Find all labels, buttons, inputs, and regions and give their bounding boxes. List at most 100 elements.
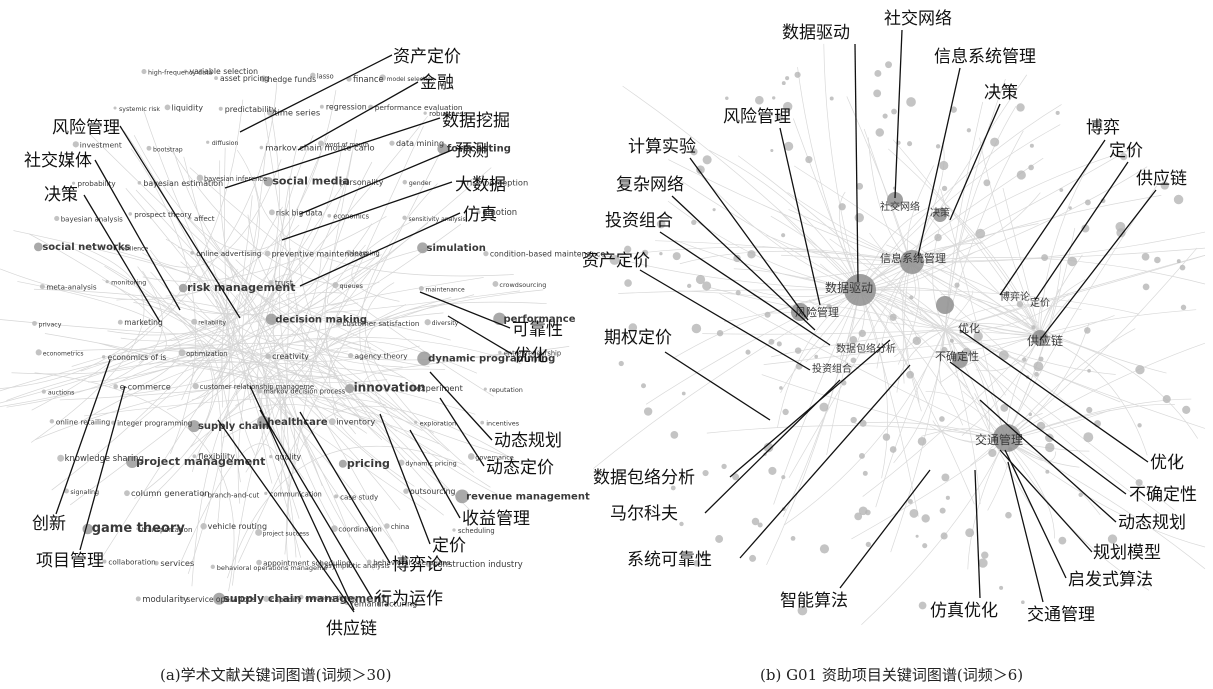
network-term: bayesian analysis [61, 215, 123, 223]
callout-social-network: 社交网络 [884, 9, 952, 29]
callout-dynamic-pricing: 动态定价 [486, 458, 554, 478]
network-node [191, 318, 198, 325]
network-edge [780, 289, 861, 394]
network-edge [944, 329, 1175, 511]
network-edge [861, 439, 1006, 626]
network-term: social media [272, 175, 349, 188]
network-edge [797, 67, 861, 291]
callout-optimization-r: 优化 [1150, 453, 1184, 473]
network-edge [102, 279, 298, 386]
network-edge [70, 247, 214, 500]
network-node [700, 554, 705, 559]
network-node [670, 485, 676, 491]
network-node [965, 528, 975, 538]
network-node [721, 463, 727, 470]
network-edge [34, 372, 235, 592]
network-edge [280, 289, 544, 416]
network-node [617, 470, 622, 475]
callout-supply-chain-r: 供应链 [1136, 169, 1187, 189]
network-term: governance [475, 453, 514, 461]
network-node [1068, 206, 1072, 210]
network-node [838, 203, 846, 211]
network-term: marketing [124, 318, 163, 327]
network-node [702, 469, 709, 477]
network-edge [979, 137, 1041, 336]
callout-data-driven: 数据驱动 [782, 23, 850, 43]
network-node [749, 554, 757, 562]
network-node [624, 279, 632, 287]
callout-innovation: 创新 [32, 514, 66, 534]
network-term: construction industry [433, 559, 523, 569]
network-edge [210, 286, 241, 376]
network-term: forecasting [447, 144, 511, 155]
hub-node [952, 352, 968, 368]
network-term: capacity [270, 595, 302, 604]
callout-decision: 决策 [44, 185, 78, 205]
callout-leader-line [299, 212, 461, 287]
callout-revenue-management: 收益管理 [462, 509, 530, 529]
network-node [1174, 457, 1181, 464]
network-node [889, 446, 897, 453]
hub-node [936, 296, 954, 314]
network-node [344, 383, 355, 394]
network-edge [859, 149, 1131, 291]
network-node [256, 559, 262, 566]
network-node [345, 249, 352, 256]
network-node [1162, 395, 1171, 404]
network-node [298, 594, 304, 600]
network-node [213, 592, 226, 605]
network-edge [235, 389, 281, 473]
network-term: flexibility [198, 452, 235, 461]
network-edge [150, 237, 278, 499]
network-term: risk perception [467, 177, 529, 187]
network-node [1180, 304, 1187, 311]
network-node [706, 553, 711, 557]
callout-risk-management-r: 风险管理 [723, 107, 791, 127]
network-edge [184, 214, 475, 515]
network-node [1005, 511, 1012, 519]
network-term: integer programming [117, 419, 192, 428]
node-label-data-driven: 数据驱动 [825, 280, 873, 295]
callout-leader-line [949, 361, 1127, 495]
network-term: preventive maintenance [272, 249, 369, 258]
network-term: data mining [396, 139, 444, 148]
network-node [184, 69, 188, 73]
node-label-dea: 数据包络分析 [836, 342, 896, 355]
network-edge [1039, 334, 1148, 456]
network-edge [258, 273, 289, 461]
network-edge [967, 439, 1006, 570]
callout-leader-line [447, 315, 513, 355]
network-node [794, 71, 801, 78]
network-node [915, 534, 919, 538]
network-edge [946, 204, 1041, 336]
network-edge [773, 289, 861, 505]
network-edge [1039, 150, 1097, 336]
callout-leader-line [959, 329, 1149, 463]
network-node [1142, 283, 1150, 291]
network-node [1067, 256, 1078, 267]
network-term: queues [339, 282, 363, 290]
network-term: pricing [347, 457, 390, 470]
network-edge [877, 288, 1041, 336]
network-node [889, 313, 897, 321]
network-node [72, 181, 76, 185]
callout-leader-line [119, 125, 241, 319]
network-node [154, 560, 159, 566]
network-edge [672, 289, 861, 359]
network-node [643, 407, 653, 416]
network-node [206, 140, 210, 144]
network-node [941, 346, 948, 354]
network-edge [859, 234, 969, 291]
callout-game-theory: 博弈论 [392, 555, 443, 575]
network-node [733, 254, 741, 263]
network-node [269, 454, 273, 459]
network-term: learning [353, 250, 380, 258]
callout-traffic-management: 交通管理 [1027, 605, 1095, 625]
network-edge [1004, 298, 1070, 441]
network-node [259, 145, 264, 150]
network-term: column generation [131, 488, 210, 498]
network-node [1135, 479, 1143, 487]
callout-risk-management: 风险管理 [52, 118, 120, 138]
network-node [332, 282, 339, 289]
network-edge [944, 255, 1206, 331]
